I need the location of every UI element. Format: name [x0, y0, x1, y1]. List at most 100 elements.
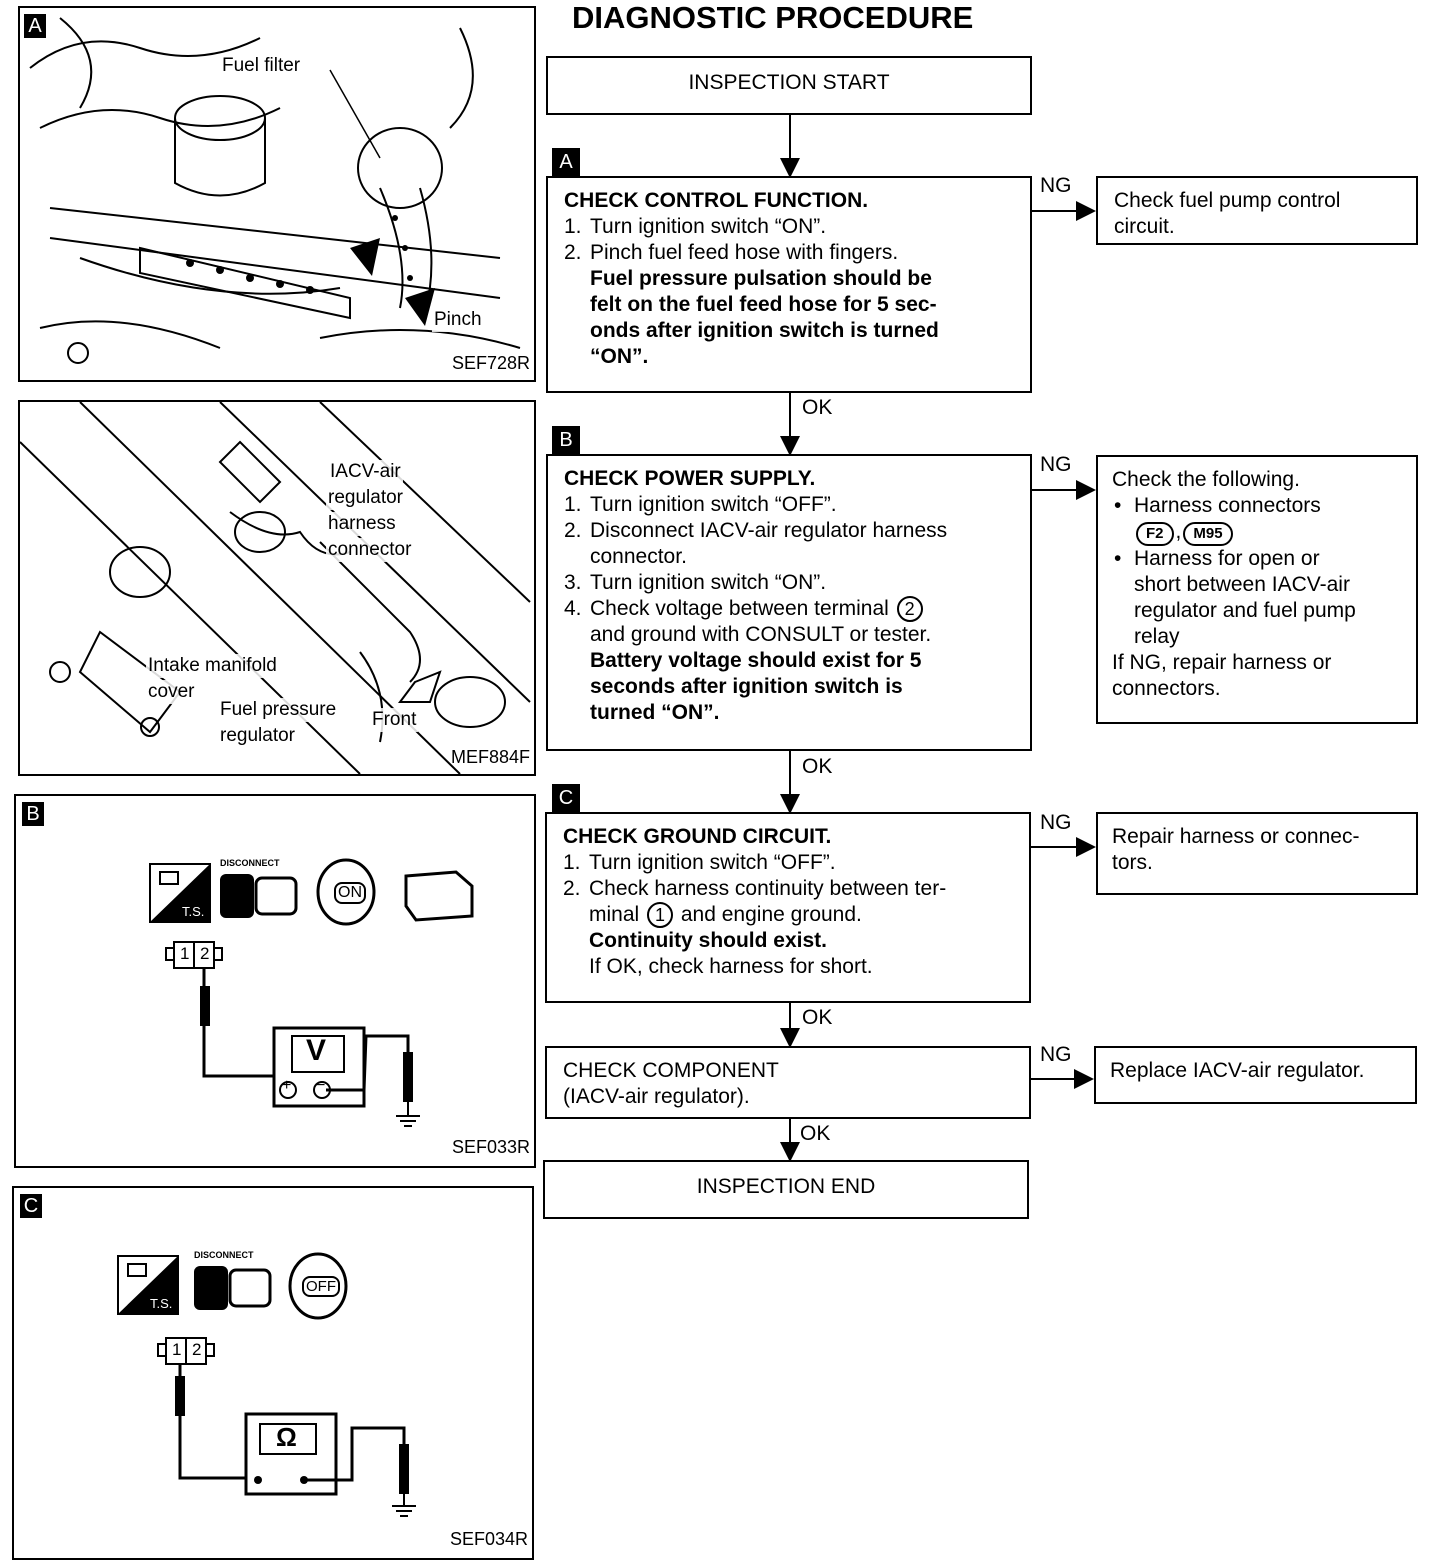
- disconnect-label: DISCONNECT: [194, 1250, 254, 1260]
- step-b-num-4: 4.: [564, 597, 582, 620]
- label-intake-1: Intake manifold: [146, 654, 279, 678]
- check-control-function-box: CHECK CONTROL FUNCTION. 1.Turn ignition …: [546, 176, 1032, 393]
- step-a-num-2: 2.: [564, 241, 582, 264]
- step-c-bold-1: Continuity should exist.: [589, 929, 828, 952]
- ng-b-bullet-2a: Harness for open or: [1134, 547, 1320, 570]
- key-on-label: ON: [334, 882, 366, 904]
- ng-b-bullet-2c: regulator and fuel pump: [1134, 599, 1356, 622]
- step-d-text-2: (IACV-air regulator).: [563, 1085, 750, 1108]
- step-b-item-4b: and ground with CONSULT or tester.: [590, 623, 932, 646]
- label-iacv-4: connector: [326, 538, 414, 562]
- label-fuel-pressure-1: Fuel pressure: [218, 698, 339, 722]
- ts-label: T.S.: [182, 904, 205, 919]
- figure-code-sef728r: SEF728R: [451, 353, 530, 373]
- pin-1-label: 1: [172, 1340, 182, 1359]
- step-b-bold-2: seconds after ignition switch is: [590, 675, 903, 698]
- ng-b-bullet-2d: relay: [1134, 625, 1180, 648]
- ok-label-c: OK: [802, 1006, 833, 1029]
- step-b-item-4a: Check voltage between terminal: [590, 597, 889, 620]
- label-pinch: Pinch: [432, 308, 484, 332]
- ng-c-text-2: tors.: [1112, 851, 1153, 874]
- ng-b-bullet-1: Harness connectors: [1134, 494, 1321, 517]
- figure-tag-c: C: [20, 1194, 42, 1218]
- check-fuel-pump-control-box: Check fuel pump control circuit.: [1096, 176, 1418, 245]
- inspection-start-label: INSPECTION START: [688, 71, 890, 94]
- step-b-bold-1: Battery voltage should exist for 5: [590, 649, 922, 672]
- connector-m95-badge: M95: [1183, 522, 1233, 546]
- check-following-box: Check the following. • Harness connectors…: [1096, 455, 1418, 724]
- step-c-item-2b1: minal: [589, 903, 640, 926]
- step-b-bold-3: turned “ON”.: [590, 701, 720, 724]
- ng-b-footer-2: connectors.: [1112, 677, 1221, 700]
- bullet-2: •: [1114, 547, 1122, 570]
- step-a-title: CHECK CONTROL FUNCTION.: [564, 189, 869, 212]
- continuity-circuit-illustration: [117, 1252, 416, 1517]
- step-a-num-1: 1.: [564, 215, 582, 238]
- key-off-label: OFF: [302, 1276, 340, 1297]
- pin-2-label: 2: [200, 944, 210, 963]
- voltage-circuit-illustration: [149, 858, 474, 1127]
- step-b-item-3: Turn ignition switch “ON”.: [590, 571, 827, 594]
- ng-b-head: Check the following.: [1112, 468, 1300, 491]
- label-front: Front: [370, 708, 419, 732]
- figure-tag-b: B: [22, 802, 44, 826]
- step-b-num-2: 2.: [564, 519, 582, 542]
- bullet-1: •: [1114, 494, 1122, 517]
- figure-fuel-filter: A Fuel filter Pinch SEF728R: [18, 6, 536, 382]
- ng-label-c: NG: [1040, 811, 1072, 834]
- figure-voltage-check: B DISCONNECT T.S. ON 1 2 V + − SEF033R: [14, 794, 536, 1168]
- step-a-bold-1: Fuel pressure pulsation should be: [590, 267, 932, 290]
- step-c-item-3: If OK, check harness for short.: [589, 955, 873, 978]
- step-tag-c: C: [552, 784, 580, 812]
- plus-label: +: [282, 1077, 292, 1094]
- ts-label: T.S.: [150, 1296, 173, 1311]
- ok-label-b: OK: [802, 755, 833, 778]
- step-c-title: CHECK GROUND CIRCUIT.: [563, 825, 832, 848]
- check-component-box: CHECK COMPONENT (IACV-air regulator).: [545, 1046, 1031, 1119]
- check-power-supply-box: CHECK POWER SUPPLY. 1.Turn ignition swit…: [546, 454, 1032, 751]
- ng-b-bullet-2b: short between IACV-air: [1134, 573, 1350, 596]
- ng-a-text-2: circuit.: [1114, 215, 1175, 238]
- step-a-bold-3: onds after ignition switch is turned: [590, 319, 939, 342]
- minus-label: −: [316, 1077, 326, 1094]
- step-b-item-2b: connector.: [590, 545, 687, 568]
- ng-c-text-1: Repair harness or connec-: [1112, 825, 1360, 848]
- ng-b-footer-1: If NG, repair harness or: [1112, 651, 1332, 674]
- step-b-num-3: 3.: [564, 571, 582, 594]
- step-b-num-1: 1.: [564, 493, 582, 516]
- terminal-2-badge: 2: [896, 596, 923, 622]
- ok-label-a: OK: [802, 396, 833, 419]
- ok-label-d: OK: [800, 1122, 831, 1145]
- label-fuel-pressure-2: regulator: [218, 724, 297, 748]
- step-a-item-2: Pinch fuel feed hose with fingers.: [590, 241, 899, 264]
- ng-label-d: NG: [1040, 1043, 1072, 1066]
- label-fuel-filter: Fuel filter: [220, 54, 303, 78]
- ng-d-text: Replace IACV-air regulator.: [1110, 1059, 1365, 1082]
- step-b-item-2a: Disconnect IACV-air regulator harness: [590, 519, 948, 542]
- figure-tag-a: A: [24, 14, 46, 38]
- label-iacv-2: regulator: [326, 486, 405, 510]
- label-iacv-3: harness: [326, 512, 398, 536]
- step-tag-a: A: [552, 148, 580, 176]
- step-c-num-1: 1.: [563, 851, 581, 874]
- ohmmeter-label: Ω: [276, 1422, 297, 1452]
- label-intake-2: cover: [146, 680, 197, 704]
- step-c-item-1: Turn ignition switch “OFF”.: [589, 851, 836, 874]
- repair-harness-box: Repair harness or connec- tors.: [1096, 812, 1418, 895]
- step-tag-b: B: [552, 426, 580, 454]
- ng-label-a: NG: [1040, 174, 1072, 197]
- inspection-end-label: INSPECTION END: [696, 1175, 876, 1198]
- step-c-item-2a: Check harness continuity between ter-: [589, 877, 947, 900]
- inspection-end-box: INSPECTION END: [543, 1160, 1029, 1219]
- step-c-item-2b2: and engine ground.: [680, 903, 862, 926]
- pin-2-label: 2: [192, 1340, 202, 1359]
- check-ground-circuit-box: CHECK GROUND CIRCUIT. 1. Turn ignition sw…: [545, 812, 1031, 1003]
- fuel-filter-illustration: [29, 17, 521, 364]
- figure-code-sef034r: SEF034R: [449, 1529, 528, 1549]
- step-d-text-1: CHECK COMPONENT: [563, 1059, 779, 1082]
- figure-code-mef884f: MEF884F: [450, 747, 530, 767]
- inspection-start-box: INSPECTION START: [546, 56, 1032, 115]
- pin-1-label: 1: [180, 944, 190, 963]
- ng-label-b: NG: [1040, 453, 1072, 476]
- step-a-bold-2: felt on the fuel feed hose for 5 sec-: [590, 293, 937, 316]
